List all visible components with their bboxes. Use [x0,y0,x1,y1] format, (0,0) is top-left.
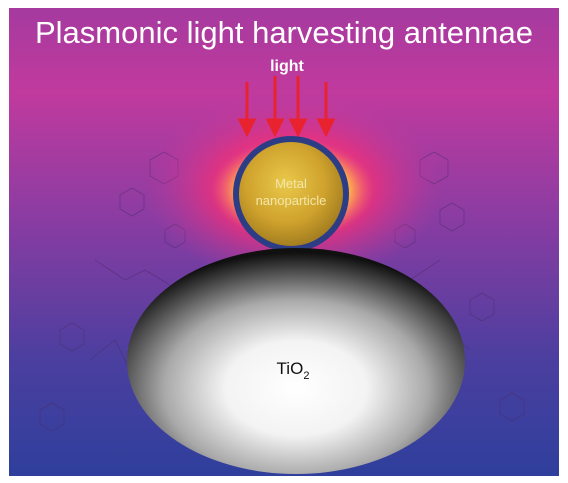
nanoparticle-label-line2: nanoparticle [256,193,327,208]
incident-light-arrows [237,76,336,138]
tio2-particle [127,248,465,474]
nanoparticle-label-line1: Metal [275,176,307,191]
light-arrow-head [288,118,308,138]
figure-title: Plasmonic light harvesting antennae [35,15,533,50]
tio2-label-main: TiO [277,359,304,378]
tio2-label: TiO2 [277,359,310,382]
light-label: light [270,58,304,75]
light-arrow-head [237,118,257,138]
light-arrow-head [265,118,285,138]
tio2-label-subscript: 2 [303,370,309,382]
light-arrow-head [316,118,336,138]
